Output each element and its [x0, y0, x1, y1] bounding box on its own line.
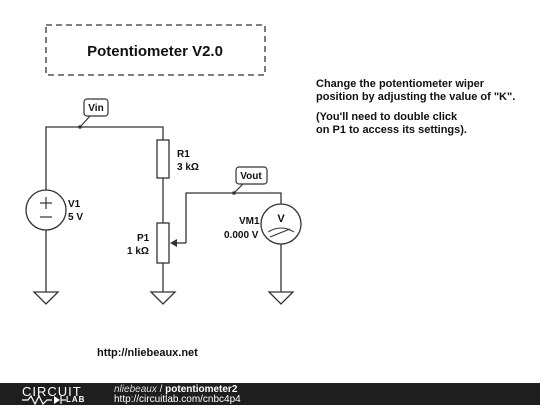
- meter-scale-icon: [267, 227, 295, 233]
- project-name[interactable]: potentiometer2: [165, 384, 238, 395]
- ground-symbol-2: [149, 291, 177, 305]
- wiper-arrow-icon: [170, 239, 177, 247]
- schematic-title: Potentiometer V2.0: [87, 43, 223, 60]
- author-url: http://nliebeaux.net: [97, 347, 198, 359]
- r1-value: 3 kΩ: [177, 162, 199, 173]
- vm1-value: 0.000 V: [224, 230, 259, 241]
- path-separator: /: [156, 384, 166, 395]
- author-link[interactable]: nliebeaux: [114, 384, 157, 395]
- vm1-name: VM1: [239, 216, 260, 227]
- project-path: nliebeaux / potentiometer2: [114, 384, 237, 395]
- net-label-vout-text: Vout: [240, 171, 262, 182]
- v1-name: V1: [68, 199, 81, 210]
- project-link[interactable]: http://circuitlab.com/cnbc4p4: [114, 394, 241, 405]
- ground-symbol-3: [267, 291, 295, 305]
- schematic-canvas: Potentiometer V2.0 Vin Vout V1 5 V R1 3 …: [25, 24, 302, 305]
- voltmeter-vm1[interactable]: V VM1 0.000 V: [224, 203, 302, 245]
- meter-needle-icon: [269, 228, 291, 238]
- potentiometer-p1[interactable]: P1 1 kΩ: [127, 222, 186, 264]
- p1-value: 1 kΩ: [127, 246, 149, 257]
- net-label-vin-text: Vin: [88, 103, 103, 114]
- resistor-r1[interactable]: R1 3 kΩ: [156, 139, 199, 179]
- net-label-vout[interactable]: Vout: [232, 166, 268, 195]
- logo-text-circuit: CIRCUIT: [22, 384, 82, 399]
- resistor-wave-icon: [22, 395, 66, 405]
- p1-name: P1: [137, 233, 150, 244]
- r1-name: R1: [177, 149, 190, 160]
- ground-symbol-1: [32, 291, 60, 305]
- instruction-line-2: (You'll need to double click on P1 to ac…: [316, 111, 467, 136]
- voltmeter-symbol: V: [277, 213, 285, 225]
- net-label-vin[interactable]: Vin: [78, 98, 109, 129]
- v1-value: 5 V: [68, 212, 83, 223]
- footer-bar: CIRCUIT LAB nliebeaux / potentiometer2 h…: [0, 383, 540, 405]
- instructions: Change the potentiometer wiper position …: [316, 78, 536, 144]
- logo-text-lab: LAB: [66, 395, 86, 404]
- circuitlab-logo[interactable]: CIRCUIT LAB: [22, 383, 102, 405]
- title-box: Potentiometer V2.0: [45, 24, 266, 76]
- instruction-line-1: Change the potentiometer wiper position …: [316, 78, 516, 103]
- wire-vin: [45, 126, 164, 190]
- voltage-source-v1[interactable]: V1 5 V: [25, 189, 83, 231]
